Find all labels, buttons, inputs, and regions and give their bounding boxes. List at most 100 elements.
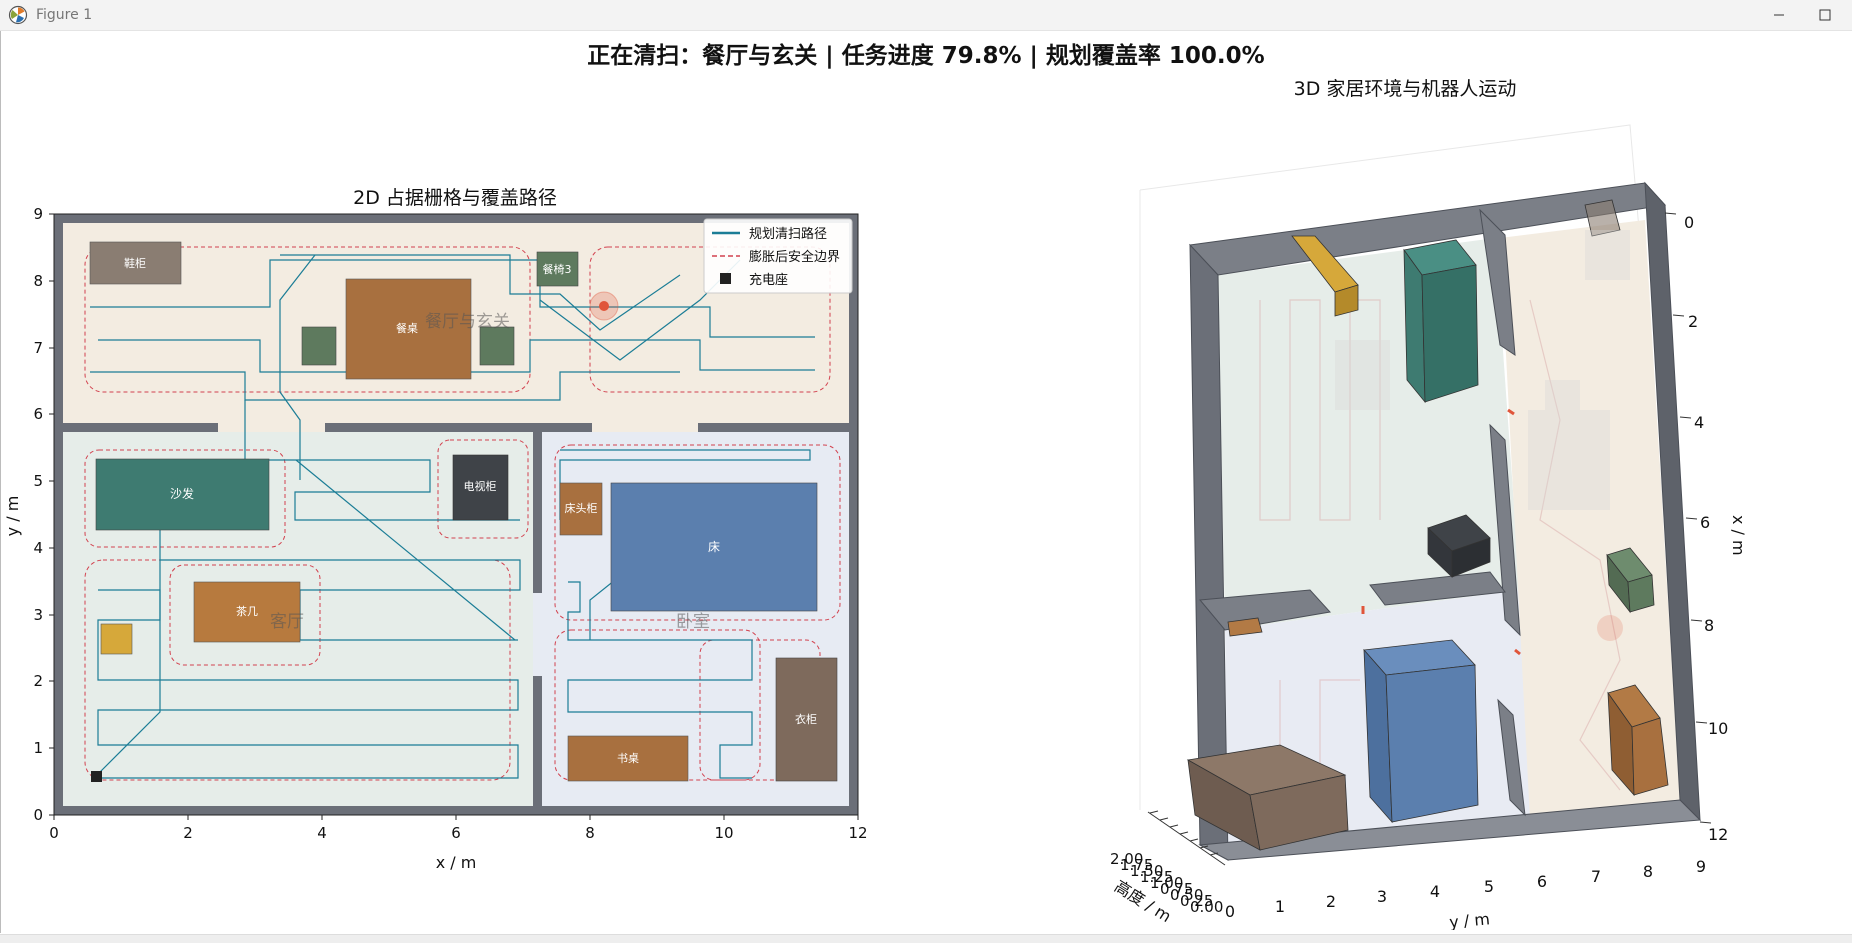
3d-ghost-boxes xyxy=(1335,230,1630,510)
coffee-table-label: 茶几 xyxy=(236,605,258,618)
bedside-table-label: 床头柜 xyxy=(565,501,598,515)
plot3d-ylabel: y / m xyxy=(1448,909,1490,930)
plot3d-x-ticks: 0 2 4 6 8 10 12 xyxy=(1664,212,1728,844)
shoe-cabinet-label: 鞋柜 xyxy=(124,256,146,270)
y3d-tick: 4 xyxy=(1430,882,1440,901)
plot3d-axes: 0 2 4 6 8 10 12 x / m 0 1 2 3 4 5 6 7 8 … xyxy=(1110,124,1748,930)
window-title: Figure 1 xyxy=(36,7,93,23)
plot3d-xlabel: x / m xyxy=(1729,515,1748,556)
bedside-table xyxy=(559,482,603,536)
x-tick: 10 xyxy=(714,824,733,842)
y-tick: 4 xyxy=(33,539,43,557)
dining-chair-2 xyxy=(479,326,515,366)
z3d-tick: 1.75 xyxy=(1120,856,1153,874)
plot2d-ylabel: y / m xyxy=(3,496,22,537)
plot2d-xlabel: x / m xyxy=(436,853,477,872)
y3d-tick: 6 xyxy=(1537,872,1547,891)
desk-label: 书桌 xyxy=(617,752,639,765)
dining-table-label: 餐桌 xyxy=(396,321,418,335)
wardrobe xyxy=(775,657,838,782)
plot2d-axes: 2D 占据栅格与覆盖路径 xyxy=(3,187,868,872)
status-suptitle: 正在清扫：餐厅与玄关 | 任务进度 79.8% | 规划覆盖率 100.0% xyxy=(587,43,1265,69)
y-tick: 2 xyxy=(33,672,43,690)
3d-floor-dining xyxy=(1500,220,1680,820)
dining-chair-3 xyxy=(536,251,579,287)
sofa-label: 沙发 xyxy=(170,486,194,501)
legend-charger-label: 充电座 xyxy=(749,272,788,288)
dining-table xyxy=(345,278,472,380)
plot3d-z-ticks: 2.00 1.75 1.50 1.25 1.00 0.75 0.50 0.25 … xyxy=(1110,810,1226,916)
window-titlebar: Figure 1 xyxy=(0,0,1852,31)
tv-cabinet-label: 电视柜 xyxy=(464,479,497,493)
y3d-tick: 1 xyxy=(1275,897,1285,916)
y3d-tick: 2 xyxy=(1326,892,1336,911)
coffee-table xyxy=(193,581,301,643)
matplotlib-icon xyxy=(8,5,28,25)
3d-robot-marker xyxy=(1597,615,1623,641)
x-tick: 6 xyxy=(451,824,461,842)
legend-path-label: 规划清扫路径 xyxy=(749,226,827,242)
charging-dock xyxy=(91,771,102,782)
3d-door-markers xyxy=(1361,408,1521,656)
z3d-tick: 0.50 xyxy=(1170,886,1203,904)
room-label-bedroom: 卧室 xyxy=(676,612,710,632)
y3d-tick: 7 xyxy=(1591,867,1601,886)
x3d-tick: 0 xyxy=(1684,213,1694,232)
3d-furniture xyxy=(1186,199,1669,851)
y-tick: 0 xyxy=(33,806,43,824)
ottoman xyxy=(100,623,133,655)
walls xyxy=(54,214,858,815)
y-tick: 3 xyxy=(33,606,43,624)
bed xyxy=(610,482,818,612)
y3d-tick: 5 xyxy=(1484,877,1494,896)
plot2d-x-ticks: 0 2 4 6 8 10 12 xyxy=(49,815,868,842)
z3d-tick: 0.25 xyxy=(1180,892,1213,910)
y3d-tick: 9 xyxy=(1696,857,1706,876)
x3d-tick: 8 xyxy=(1704,616,1714,635)
z3d-tick: 1.00 xyxy=(1150,874,1183,892)
toolbar-strip xyxy=(0,934,1852,943)
robot-marker xyxy=(599,301,609,311)
z3d-tick: 1.25 xyxy=(1140,868,1173,886)
z3d-tick: 2.00 xyxy=(1110,850,1143,868)
x-tick: 2 xyxy=(183,824,193,842)
x3d-tick: 4 xyxy=(1694,413,1704,432)
maximize-icon[interactable] xyxy=(1802,0,1848,30)
x3d-tick: 2 xyxy=(1688,312,1698,331)
dining-chair-1 xyxy=(301,326,337,366)
shoe-cabinet xyxy=(89,241,182,285)
x-tick: 4 xyxy=(317,824,327,842)
x3d-tick: 6 xyxy=(1700,513,1710,532)
x-tick: 0 xyxy=(49,824,59,842)
z3d-tick: 0.00 xyxy=(1190,898,1223,916)
3d-bedside xyxy=(1227,617,1263,637)
room-label-dining: 餐厅与玄关 xyxy=(425,312,510,332)
y-tick: 5 xyxy=(33,472,43,490)
y-tick: 1 xyxy=(33,739,43,757)
room-label-living: 客厅 xyxy=(270,612,304,632)
x3d-tick: 12 xyxy=(1708,825,1728,844)
3d-shoe-cabinet xyxy=(1584,199,1621,237)
x-tick: 8 xyxy=(585,824,595,842)
z3d-tick: 0.75 xyxy=(1160,880,1193,898)
y-tick: 8 xyxy=(33,272,43,290)
plot2d-y-ticks: 0 1 2 3 4 5 6 7 8 9 xyxy=(33,205,54,824)
x3d-tick: 10 xyxy=(1708,719,1728,738)
z3d-tick: 1.50 xyxy=(1130,862,1163,880)
y-tick: 7 xyxy=(33,339,43,357)
plot2d-title: 2D 占据栅格与覆盖路径 xyxy=(353,187,557,209)
minimize-icon[interactable] xyxy=(1756,0,1802,30)
dining-chair-3-label: 餐椅3 xyxy=(543,262,572,276)
y-tick: 9 xyxy=(33,205,43,223)
y3d-tick: 8 xyxy=(1643,862,1653,881)
furniture: 鞋柜 餐椅3 餐桌 餐厅与玄关 沙发 电视柜 茶几 客厅 床头柜 床 卧室 衣柜… xyxy=(89,241,838,782)
plot2d-legend: 规划清扫路径 膨胀后安全边界 充电座 xyxy=(703,218,853,294)
sofa xyxy=(95,458,270,531)
y3d-tick: 3 xyxy=(1377,887,1387,906)
legend-boundary-label: 膨胀后安全边界 xyxy=(749,249,840,265)
y3d-tick: 0 xyxy=(1225,902,1235,921)
plot3d-y-ticks: 0 1 2 3 4 5 6 7 8 9 xyxy=(1225,857,1706,921)
tv-cabinet xyxy=(452,454,509,521)
y-tick: 6 xyxy=(33,405,43,423)
bed-label: 床 xyxy=(708,540,720,554)
